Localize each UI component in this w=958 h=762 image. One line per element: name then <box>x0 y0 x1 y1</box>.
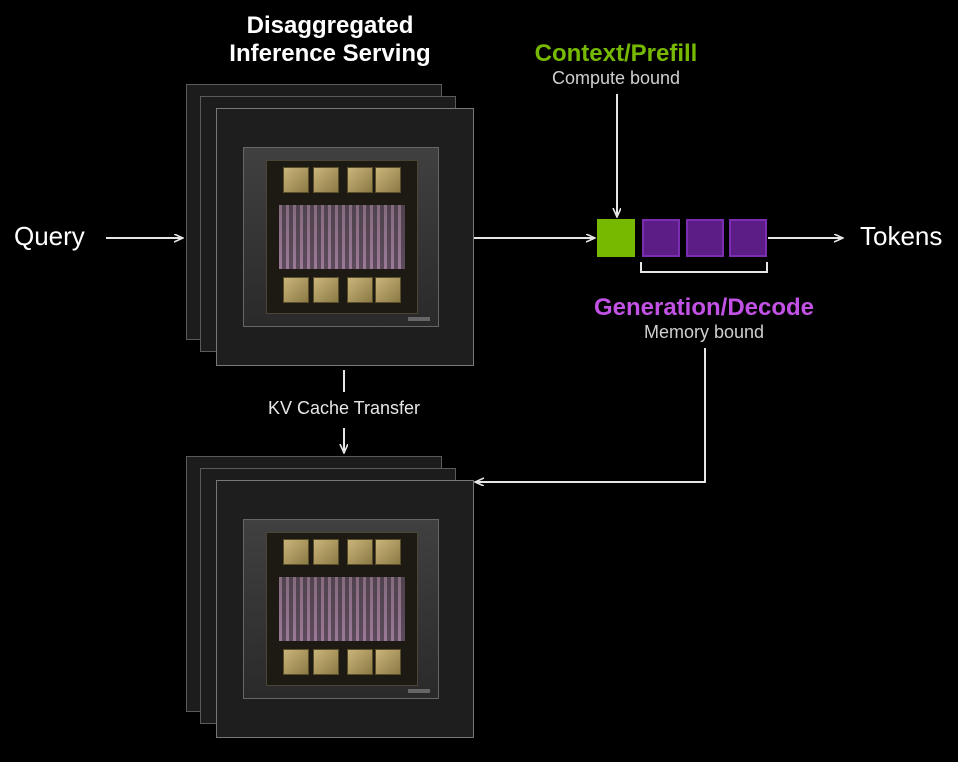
prefill-subtitle: Compute bound <box>551 68 681 88</box>
gpu-chip <box>243 147 439 327</box>
title-line-2: Inference Serving <box>229 40 431 67</box>
kv-cache-transfer-label: KV Cache Transfer <box>267 398 421 418</box>
query-label: Query <box>14 221 85 251</box>
gpu-panel-front <box>216 108 474 366</box>
decode-subtitle: Memory bound <box>643 322 765 342</box>
decode-title: Generation/Decode <box>593 294 815 321</box>
gpu-die <box>266 532 418 686</box>
title-line-1: Disaggregated <box>246 12 414 39</box>
tokens-label: Tokens <box>860 221 943 251</box>
gpu-core <box>279 205 405 269</box>
gpu-die <box>266 160 418 314</box>
decode-return-arrow <box>476 348 706 482</box>
decode-gpu-stack <box>186 456 476 746</box>
prefill-title: Context/Prefill <box>534 40 698 67</box>
gpu-chip <box>243 519 439 699</box>
decode-token <box>729 219 767 257</box>
decode-token <box>686 219 724 257</box>
decode-token <box>642 219 680 257</box>
prefill-token <box>597 219 635 257</box>
diagram-title: Disaggregated Inference Serving <box>180 12 480 68</box>
prefill-gpu-stack <box>186 84 476 374</box>
decode-bracket <box>640 262 768 273</box>
gpu-core <box>279 577 405 641</box>
gpu-panel-front <box>216 480 474 738</box>
